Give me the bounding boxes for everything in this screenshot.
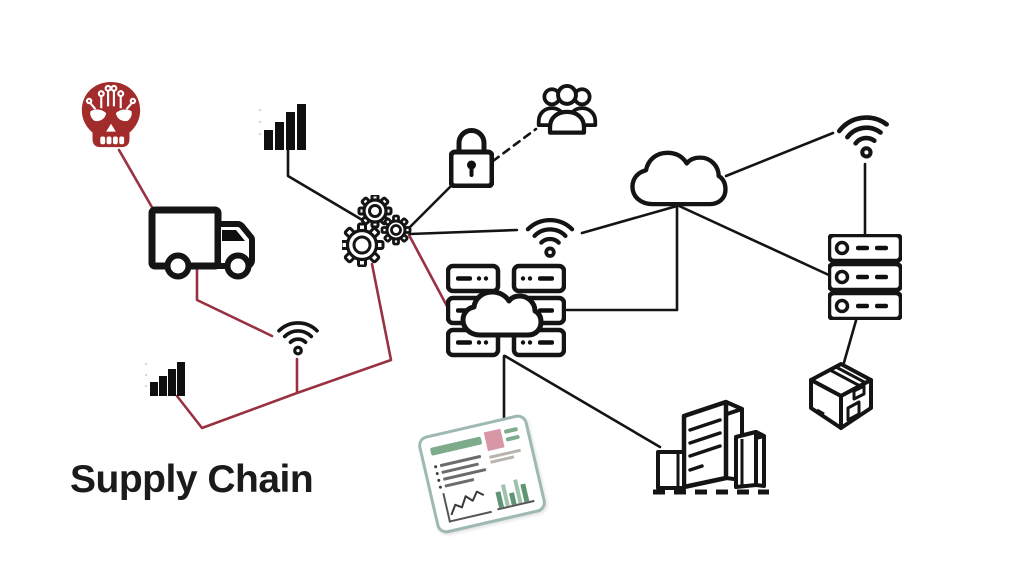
wifi-mid-icon — [525, 218, 575, 258]
bar-chart-bottom-icon — [145, 362, 185, 396]
connection-truck-wifi-bottom — [195, 262, 274, 338]
circuit-traces — [85, 84, 137, 110]
truck-window — [222, 230, 245, 241]
connection-datacenter-building — [503, 354, 662, 449]
building-windows — [688, 418, 722, 472]
connection-padlock-users — [491, 127, 538, 163]
connection-cloud-wifi-right — [724, 131, 835, 178]
truck-icon — [148, 206, 255, 280]
report-image-block — [483, 428, 505, 452]
datacenter-cloud — [460, 289, 544, 338]
wifi-bottom-left-icon — [277, 321, 319, 356]
connection-gears-bars-bottom — [175, 262, 393, 430]
bar-chart-top-icon — [259, 104, 306, 150]
connection-cloud-datacenter — [565, 203, 679, 312]
padlock-icon — [449, 128, 494, 188]
gear-small — [380, 214, 412, 246]
rack-unit — [828, 261, 902, 293]
page-title: Supply Chain — [70, 458, 314, 501]
connection-rack-package — [841, 315, 859, 368]
cloud-icon — [630, 150, 728, 207]
truck-wheel — [164, 252, 192, 280]
report-title-bar — [429, 436, 483, 456]
connection-cloud-rack — [675, 203, 833, 278]
package-tape — [816, 365, 867, 422]
connection-gears-datacenter — [407, 233, 450, 310]
package-icon — [809, 362, 873, 430]
skull-circuit-icon — [81, 82, 141, 148]
connection-skull-truck — [117, 148, 155, 211]
connection-wifi-mid-cloud — [580, 204, 679, 235]
connection-gears-padlock — [404, 179, 458, 233]
rack-unit — [828, 234, 902, 264]
building-icon — [653, 399, 769, 495]
report-bar-chart — [490, 472, 535, 511]
gears-icon — [342, 195, 412, 267]
keyhole — [467, 160, 476, 170]
wifi-top-right-icon — [836, 115, 889, 159]
report-document-icon — [416, 412, 548, 536]
rack-unit — [828, 290, 902, 320]
people-icon — [536, 83, 598, 135]
connection-bars-top-gears — [286, 148, 366, 223]
gear-large — [342, 222, 385, 267]
truck-wheel — [224, 252, 252, 280]
report-line-chart — [442, 483, 492, 523]
connection-gears-wifi-mid — [408, 228, 519, 236]
server-rack-icon — [828, 234, 902, 320]
servers-cloud-icon — [446, 263, 566, 358]
skull-teeth — [100, 136, 125, 145]
